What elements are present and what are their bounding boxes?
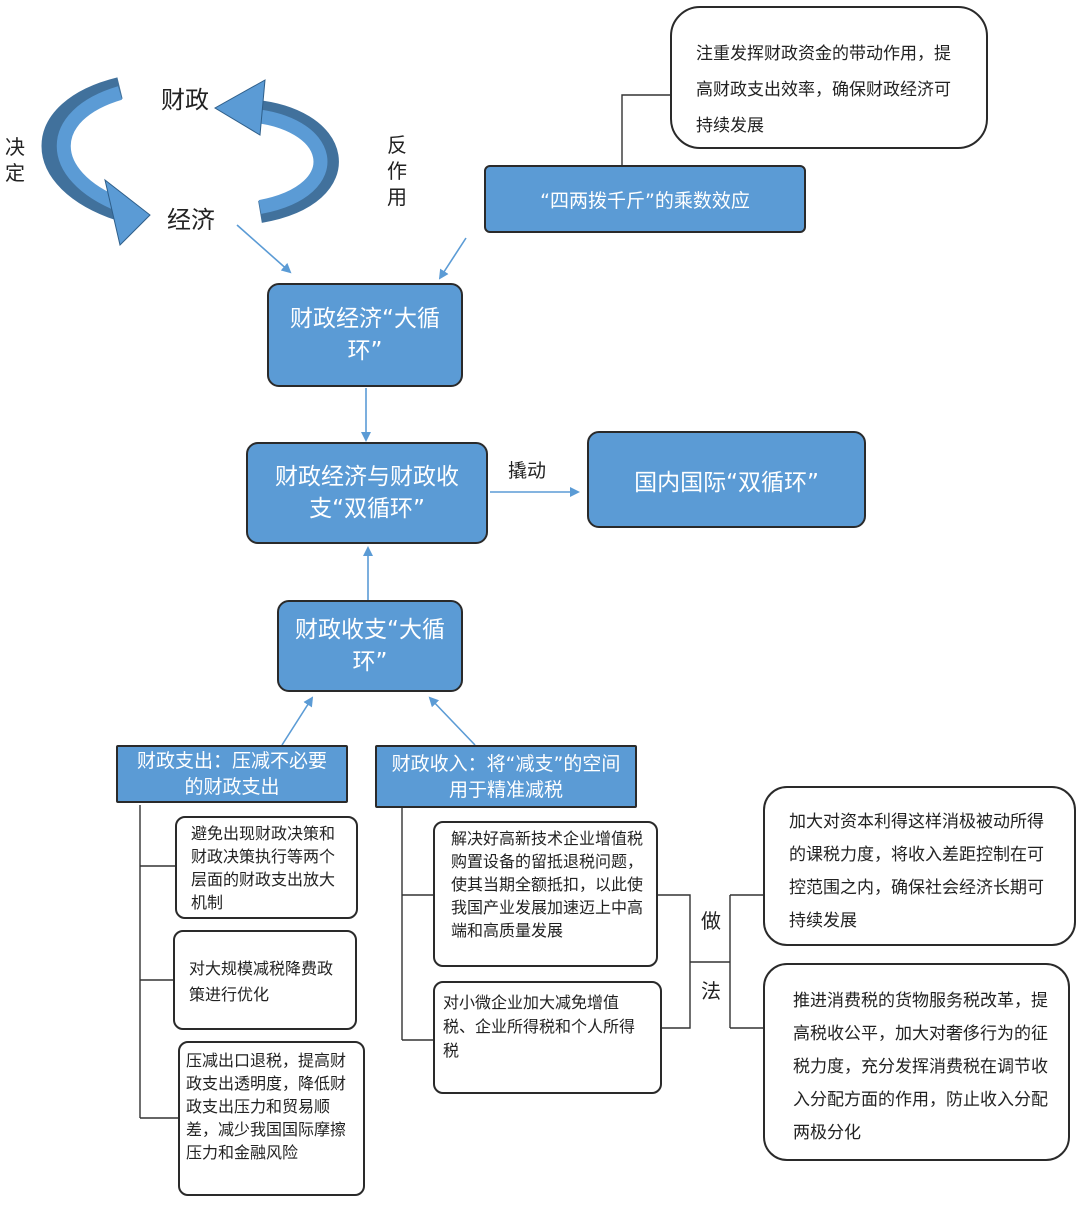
revenue-item: 对小微企业加大减免增值税、企业所得税和个人所得税 <box>433 981 662 1094</box>
expenditure-header: 财政支出：压减不必要的财政支出 <box>116 745 348 803</box>
domestic-intl-box: 国内国际“双循环” <box>587 431 866 528</box>
dual-cycle-box: 财政经济与财政收支“双循环” <box>246 442 488 544</box>
cycle-label-economy: 经济 <box>167 206 215 234</box>
approach-label-zuo: 做 <box>701 909 721 933</box>
expenditure-item: 压减出口退税，提高财政支出透明度，降低财政支出压力和贸易顺差，减少我国国际摩擦压… <box>178 1041 365 1196</box>
cycle-label-fiscal: 财政 <box>161 86 209 114</box>
expenditure-item: 对大规模减税降费政策进行优化 <box>173 930 357 1030</box>
cycle-label-decide: 决定 <box>5 135 25 185</box>
top-note-box: 注重发挥财政资金的带动作用，提高财政支出效率，确保财政经济可持续发展 <box>670 6 988 149</box>
fiscal-economy-big-cycle: 财政经济“大循环” <box>267 283 463 387</box>
revenue-header: 财政收入：将“减支”的空间用于精准减税 <box>375 745 637 808</box>
arrow-multiplier-to-cycle <box>438 237 467 280</box>
approach-label-fa: 法 <box>701 979 721 1003</box>
arrow-economy-to-cycle <box>236 224 292 274</box>
revenue-expenditure-big-cycle: 财政收支“大循环” <box>277 600 463 692</box>
arrow-revenue-up <box>428 696 476 746</box>
leverage-label: 撬动 <box>508 460 547 482</box>
approach-item: 推进消费税的货物服务税改革，提高税收公平，加大对奢侈行为的征税力度，充分发挥消费… <box>763 963 1070 1161</box>
connector-note <box>621 94 672 165</box>
cycle-label-react: 反作用 <box>387 133 407 209</box>
multiplier-box: “四两拨千斤”的乘数效应 <box>484 165 806 233</box>
revenue-item: 解决好高新技术企业增值税购置设备的留抵退税问题，使其当期全额抵扣，以此使我国产业… <box>433 821 658 967</box>
cycle-arrows-icon <box>41 77 339 246</box>
expenditure-item: 避免出现财政决策和财政决策执行等两个层面的财政支出放大机制 <box>175 816 358 919</box>
approach-item: 加大对资本利得这样消极被动所得的课税力度，将收入差距控制在可控范围之内，确保社会… <box>763 786 1076 946</box>
arrow-expenditure-up <box>281 696 314 746</box>
